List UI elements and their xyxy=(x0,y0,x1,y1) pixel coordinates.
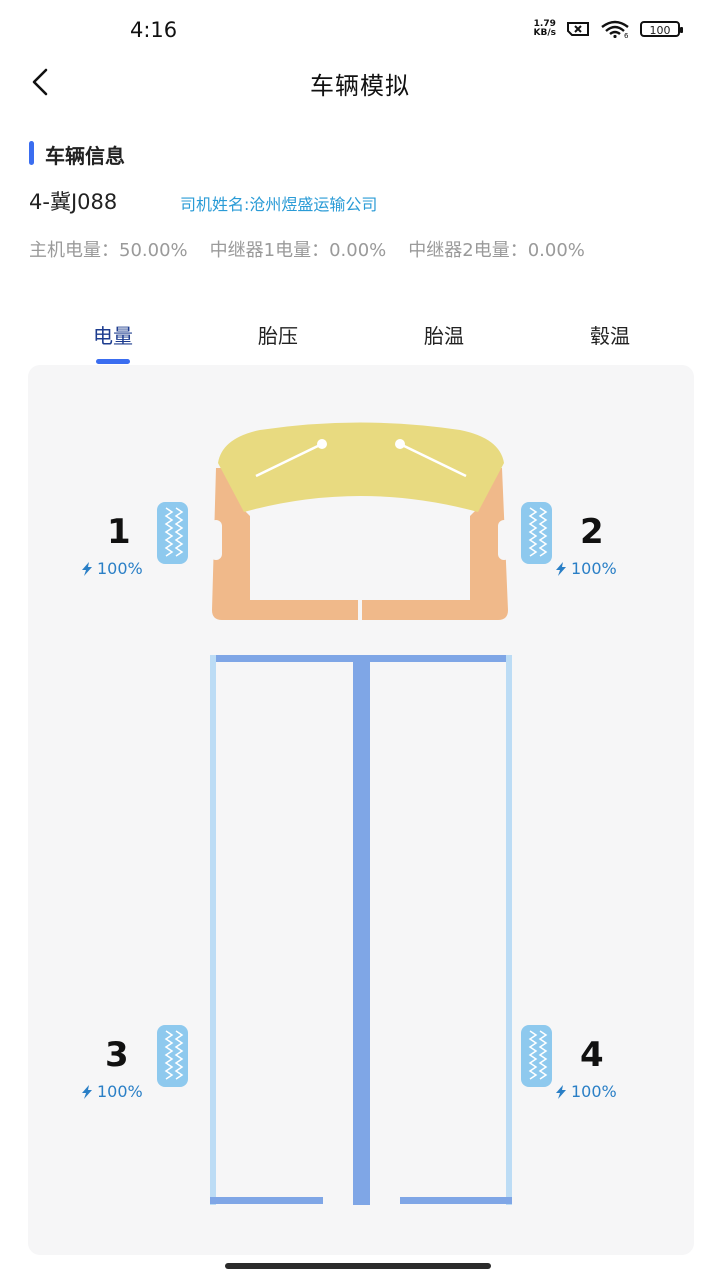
tab-power[interactable]: 电量 xyxy=(93,324,133,348)
relay1-power: 中继器1电量：0.00% xyxy=(209,240,387,261)
wifi-icon: 6 xyxy=(601,20,629,38)
wiper-right-pivot xyxy=(395,439,405,449)
relay2-power: 中继器2电量：0.00% xyxy=(408,240,585,261)
bolt-icon xyxy=(82,561,92,576)
trailer-bottom-right xyxy=(400,1197,512,1204)
svg-text:6: 6 xyxy=(624,32,629,38)
windshield xyxy=(218,422,504,512)
wiper-right xyxy=(399,442,467,478)
tire-3-value: 100% xyxy=(97,1082,143,1101)
network-speed: 1.79 KB/s xyxy=(533,19,556,38)
tire-1-value: 100% xyxy=(97,559,143,578)
tire-4-value: 100% xyxy=(571,1082,617,1101)
tire-4-number: 4 xyxy=(580,1035,604,1075)
status-time: 4:16 xyxy=(130,18,178,42)
tire-2-icon xyxy=(521,502,552,564)
home-indicator[interactable] xyxy=(225,1263,491,1269)
bolt-icon xyxy=(556,561,566,576)
tire-4-power: 100% xyxy=(555,1082,617,1101)
host-power: 主机电量：50.00% xyxy=(29,240,188,261)
back-button[interactable] xyxy=(24,64,60,100)
trailer-right-rail xyxy=(506,655,512,1205)
tire-3-number: 3 xyxy=(105,1035,129,1075)
tab-indicator xyxy=(96,359,130,364)
driver-name: 司机姓名:沧州煜盛运输公司 xyxy=(180,195,378,214)
wiper-left-pivot xyxy=(317,439,327,449)
tire-2-value: 100% xyxy=(571,559,617,578)
tire-2-power: 100% xyxy=(555,559,617,578)
tab-tire-pressure[interactable]: 胎压 xyxy=(258,324,298,348)
cab-mirror-right xyxy=(498,520,510,560)
tab-tire-temperature[interactable]: 胎温 xyxy=(424,324,464,348)
sim-none-icon xyxy=(567,22,589,36)
tire-2-number: 2 xyxy=(580,512,604,552)
trailer-center-beam xyxy=(353,655,370,1205)
tire-4-icon xyxy=(521,1025,552,1087)
power-info: 主机电量：50.00% 中继器1电量：0.00% 中继器2电量：0.00% xyxy=(29,234,669,267)
bolt-icon xyxy=(82,1084,92,1099)
trailer-bottom-left xyxy=(210,1197,323,1204)
cab-mirror-left xyxy=(210,520,222,560)
cab-body xyxy=(212,468,358,620)
tire-3-power: 100% xyxy=(81,1082,143,1101)
section-title: 车辆信息 xyxy=(45,144,125,168)
bolt-icon xyxy=(556,1084,566,1099)
trailer-left-rail xyxy=(210,655,216,1205)
tab-hub-temperature[interactable]: 毂温 xyxy=(590,324,630,348)
tire-1-power: 100% xyxy=(81,559,143,578)
tire-1-number: 1 xyxy=(107,512,131,552)
page-title: 车辆模拟 xyxy=(310,72,410,100)
battery-icon: 100 xyxy=(640,21,683,37)
vehicle-plate: 4-冀J088 xyxy=(29,190,118,214)
section-accent-bar xyxy=(29,141,34,165)
wiper-left xyxy=(255,442,323,478)
cab-body-right xyxy=(362,468,508,620)
tire-1-icon xyxy=(157,502,188,564)
status-icons: 1.79 KB/s 6 100 xyxy=(533,19,683,38)
tire-3-icon xyxy=(157,1025,188,1087)
